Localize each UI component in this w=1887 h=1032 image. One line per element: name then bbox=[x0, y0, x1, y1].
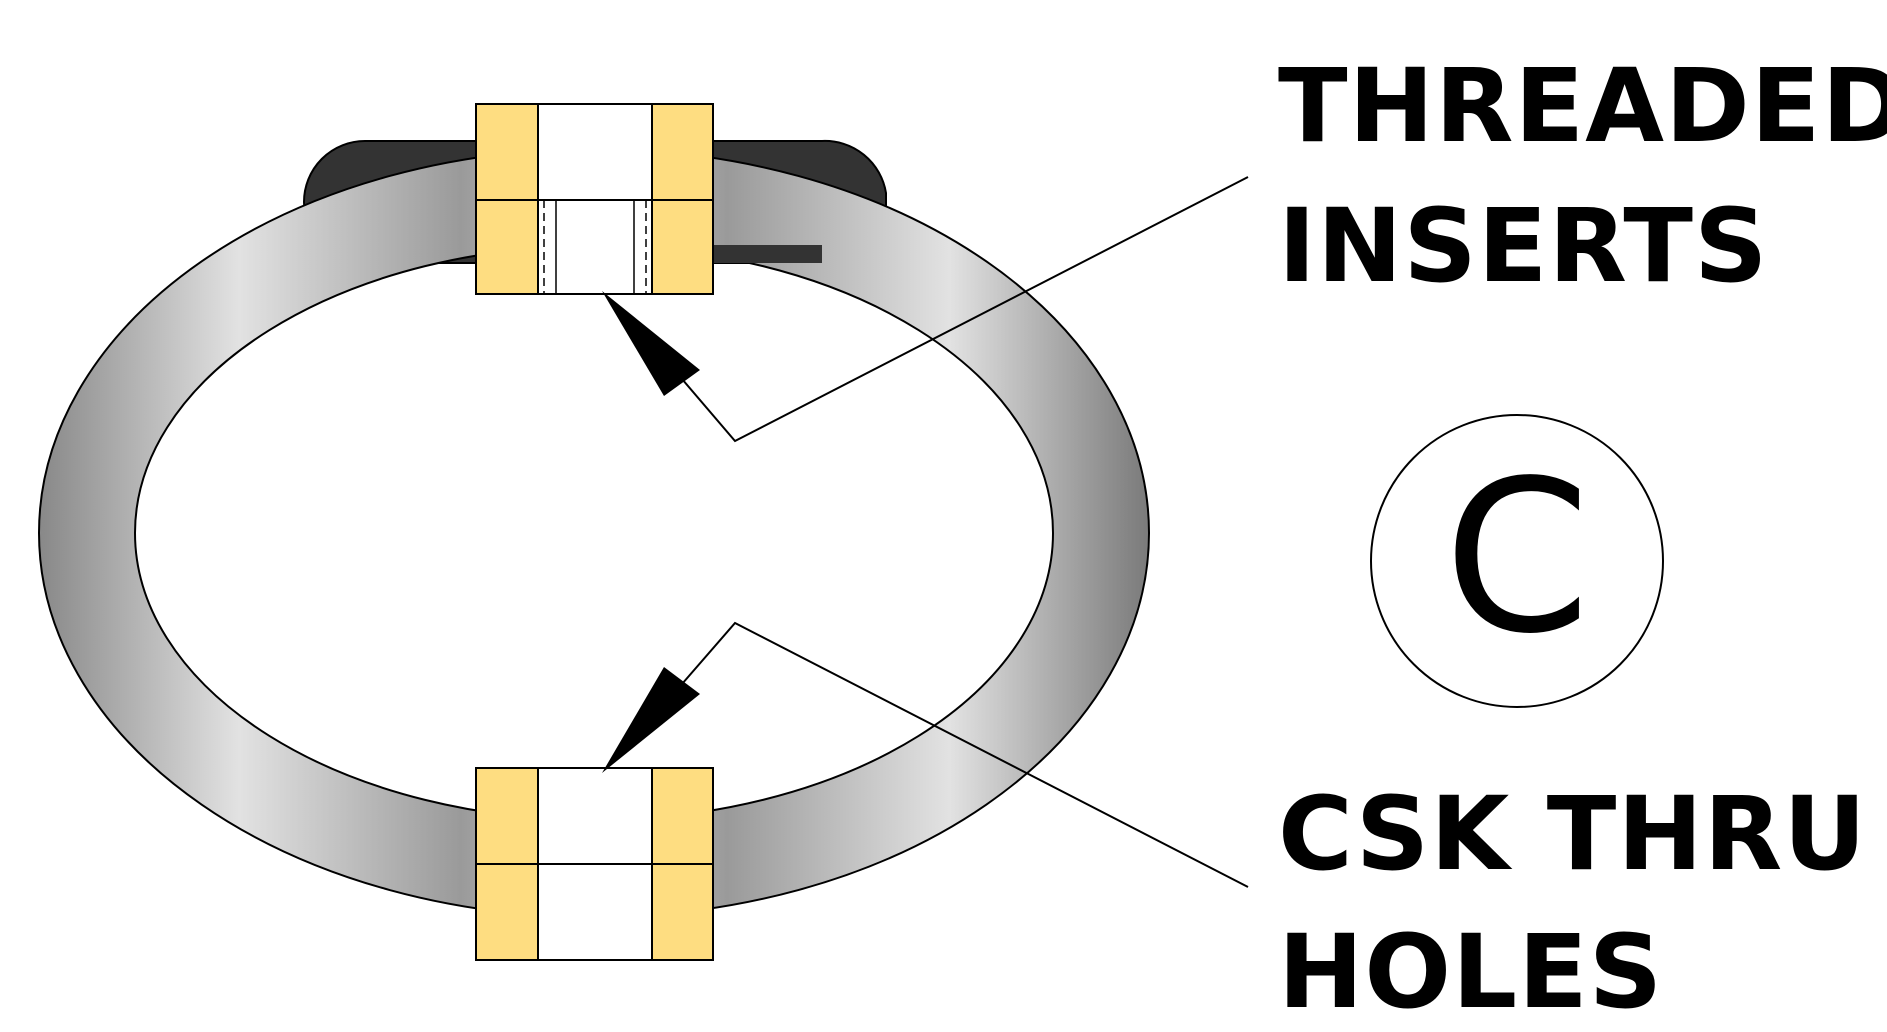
top-cap-inner bbox=[712, 245, 822, 263]
csk-thru-holes-label-line2: HOLES bbox=[1278, 913, 1664, 1032]
top-insert-block bbox=[475, 103, 714, 295]
threaded-inserts-leader bbox=[602, 176, 1249, 443]
threaded-inserts-label-line2: INSERTS bbox=[1278, 187, 1769, 306]
view-circle bbox=[1370, 414, 1664, 708]
csk-thru-holes-label-line1: CSK THRU bbox=[1278, 775, 1868, 894]
bottom-csk-block bbox=[475, 767, 714, 961]
threaded-inserts-label-line1: THREADED bbox=[1278, 47, 1887, 166]
view-letter: C bbox=[1443, 435, 1591, 680]
csk-thru-holes-leader bbox=[602, 621, 1249, 888]
ring bbox=[37, 148, 1151, 918]
